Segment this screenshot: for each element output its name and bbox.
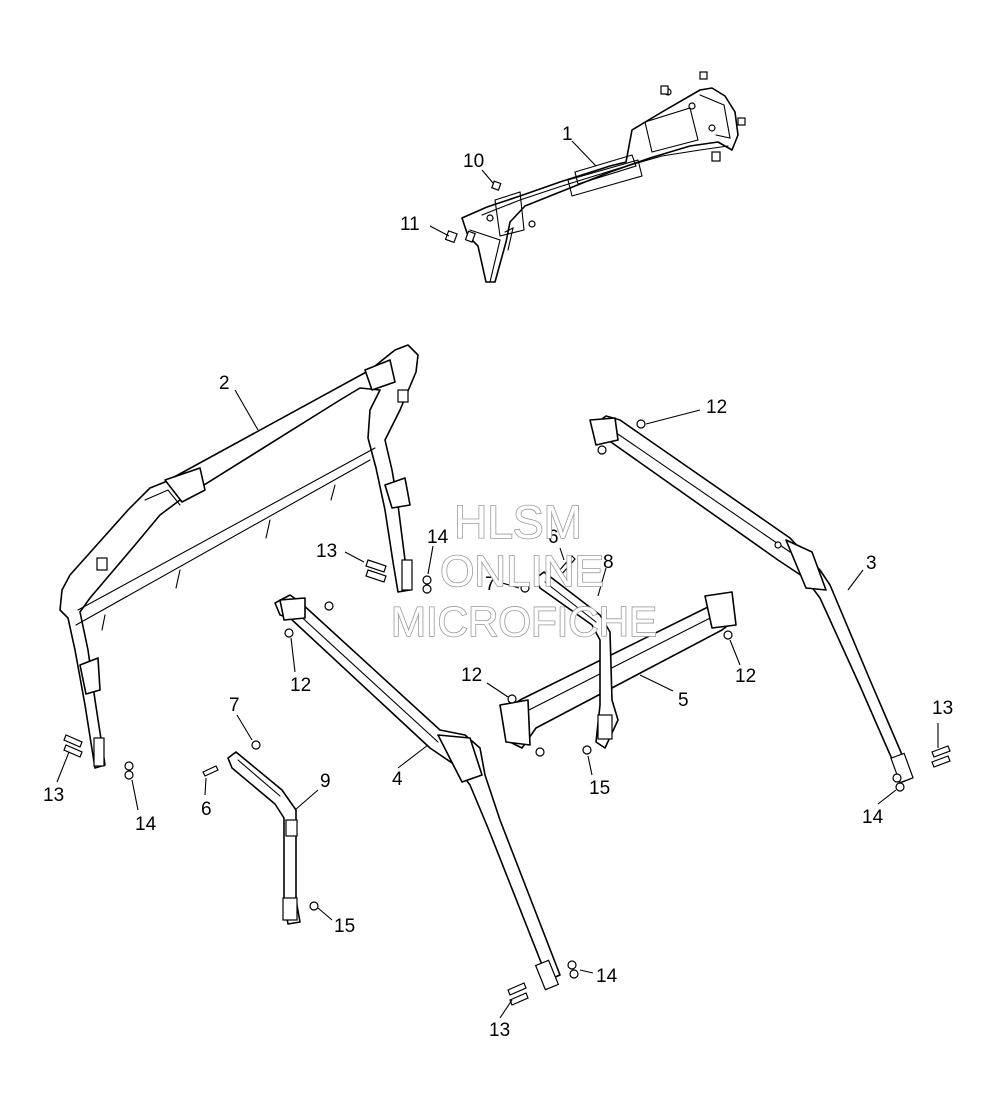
part-9-side-brace bbox=[227, 751, 301, 925]
callout-3: 3 bbox=[866, 553, 877, 574]
leader-lines bbox=[56, 140, 939, 1019]
part-8-rear-brace bbox=[535, 571, 619, 749]
hardware-fasteners bbox=[63, 419, 951, 1006]
watermark-line-3: MICROFICHE bbox=[391, 598, 657, 645]
callout-13a: 13 bbox=[316, 541, 337, 562]
callout-14c: 14 bbox=[862, 807, 884, 828]
callout-13b: 13 bbox=[43, 785, 64, 806]
part-2-rear-roll-bar bbox=[59, 344, 419, 769]
callout-15a: 15 bbox=[589, 778, 610, 799]
callout-14b: 14 bbox=[135, 814, 157, 835]
callout-5: 5 bbox=[678, 690, 689, 711]
callout-14d: 14 bbox=[596, 966, 618, 987]
callout-12b: 12 bbox=[290, 675, 311, 696]
callout-6a: 6 bbox=[548, 527, 559, 548]
callout-15b: 15 bbox=[334, 916, 355, 937]
part-3-right-side-tube bbox=[589, 415, 914, 784]
part-4-left-side-tube bbox=[274, 594, 561, 991]
callout-4: 4 bbox=[392, 769, 403, 790]
callout-12d: 12 bbox=[735, 666, 756, 687]
callout-8: 8 bbox=[603, 552, 614, 573]
part-1-hardware bbox=[444, 71, 746, 244]
callout-7a: 7 bbox=[485, 574, 496, 595]
callout-2: 2 bbox=[219, 373, 230, 394]
callout-6b: 6 bbox=[201, 799, 212, 820]
callout-11: 11 bbox=[400, 214, 420, 235]
callout-9: 9 bbox=[320, 771, 331, 792]
callout-14a: 14 bbox=[427, 527, 449, 548]
callout-labels: 1 2 3 4 5 6 6 7 7 8 9 10 11 12 12 12 12 … bbox=[43, 124, 953, 1041]
callout-1: 1 bbox=[562, 124, 573, 145]
callout-13c: 13 bbox=[932, 698, 953, 719]
callout-7b: 7 bbox=[229, 695, 240, 716]
callout-12a: 12 bbox=[706, 397, 727, 418]
watermark: HLSM ONLINE MICROFICHE bbox=[390, 495, 658, 646]
callout-12c: 12 bbox=[461, 665, 482, 686]
watermark-line-1: HLSM bbox=[454, 496, 582, 548]
callout-10: 10 bbox=[463, 151, 484, 172]
part-5-cross-tube bbox=[499, 591, 737, 749]
part-1-front-panel bbox=[461, 87, 739, 283]
callout-13d: 13 bbox=[489, 1020, 510, 1041]
watermark-line-2: ONLINE bbox=[440, 547, 604, 596]
